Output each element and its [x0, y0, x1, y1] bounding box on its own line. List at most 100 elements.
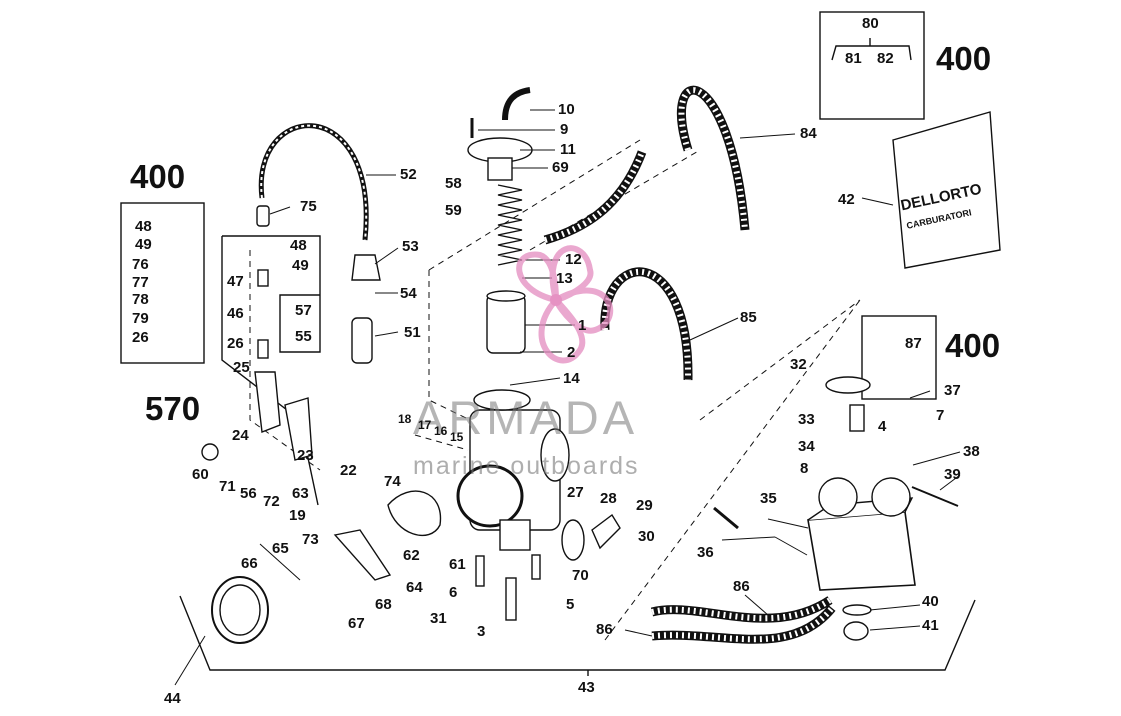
- callout-86-b: 86: [596, 621, 613, 638]
- float-bowl: [807, 511, 916, 591]
- throttle-slide: [486, 294, 526, 354]
- callout-51: 51: [404, 324, 421, 341]
- callout-46: 46: [227, 305, 244, 322]
- watermark-logo: [516, 245, 614, 364]
- callout-49-a: 49: [135, 236, 152, 253]
- callout-34: 34: [798, 438, 815, 455]
- callout-40: 40: [922, 593, 939, 610]
- callout-52: 52: [400, 166, 417, 183]
- callout-33: 33: [798, 411, 815, 428]
- callout-53: 53: [402, 238, 419, 255]
- callout-47: 47: [227, 273, 244, 290]
- callout-6: 6: [449, 584, 458, 601]
- callout-26-b: 26: [227, 335, 244, 352]
- callout-4: 4: [878, 418, 887, 435]
- callout-19: 19: [289, 507, 306, 524]
- callout-32: 32: [790, 356, 807, 373]
- callout-48-b: 48: [290, 237, 307, 254]
- kit-label-top-right: 400: [936, 40, 992, 77]
- callout-80: 80: [862, 15, 879, 32]
- callout-70: 70: [572, 567, 589, 584]
- callout-81: 81: [845, 50, 862, 67]
- callout-78: 78: [132, 291, 149, 308]
- kit-label-right: 400: [945, 327, 1001, 364]
- callout-12: 12: [565, 251, 582, 268]
- callout-55: 55: [295, 328, 312, 345]
- callout-24: 24: [232, 427, 249, 444]
- callout-49-b: 49: [292, 257, 309, 274]
- callout-30: 30: [638, 528, 655, 545]
- callout-29: 29: [636, 497, 653, 514]
- callout-44: 44: [164, 690, 181, 707]
- hose-85: [600, 267, 693, 381]
- callout-11: 11: [560, 141, 576, 158]
- throttle-cable: [258, 123, 369, 241]
- callout-56: 56: [240, 485, 257, 502]
- callout-73: 73: [302, 531, 319, 548]
- callout-65: 65: [272, 540, 289, 557]
- gasket-bag: [892, 111, 1001, 269]
- callout-77: 77: [132, 274, 149, 291]
- callout-43: 43: [578, 679, 595, 696]
- callout-10: 10: [558, 101, 575, 118]
- callout-64: 64: [406, 579, 423, 596]
- intake-ring: [211, 576, 269, 644]
- callout-75: 75: [300, 198, 317, 215]
- callout-71: 71: [219, 478, 236, 495]
- kit-label-570: 570: [145, 390, 201, 427]
- kit-box-top-right: [819, 11, 925, 120]
- callout-60: 60: [192, 466, 209, 483]
- callout-37: 37: [944, 382, 961, 399]
- callout-2: 2: [567, 344, 576, 361]
- callout-7: 7: [936, 407, 945, 424]
- callout-39: 39: [944, 466, 961, 483]
- callout-3: 3: [477, 623, 486, 640]
- callout-31: 31: [430, 610, 447, 627]
- callout-54: 54: [400, 285, 417, 302]
- callout-41: 41: [922, 617, 939, 634]
- callout-87: 87: [905, 335, 922, 352]
- callout-48-a: 48: [135, 218, 152, 235]
- callout-61: 61: [449, 556, 466, 573]
- callout-38: 38: [963, 443, 980, 460]
- callout-57: 57: [295, 302, 312, 319]
- callout-59: 59: [445, 202, 462, 219]
- callout-15: 15: [450, 430, 464, 444]
- bracket-43: [179, 595, 976, 671]
- callout-74: 74: [384, 473, 401, 490]
- callout-76: 76: [132, 256, 149, 273]
- callout-36: 36: [697, 544, 714, 561]
- watermark-text: ARMADA: [413, 391, 639, 444]
- callout-42: 42: [838, 191, 855, 208]
- callout-85: 85: [740, 309, 757, 326]
- callout-27: 27: [567, 484, 584, 501]
- callout-17: 17: [418, 418, 432, 432]
- callout-62: 62: [403, 547, 420, 564]
- callout-63: 63: [292, 485, 309, 502]
- callout-86-a: 86: [733, 578, 750, 595]
- kit-box-right: [861, 315, 937, 400]
- kit-label-left: 400: [130, 158, 186, 195]
- callout-28: 28: [600, 490, 617, 507]
- callout-66: 66: [241, 555, 258, 572]
- callout-26-a: 26: [132, 329, 149, 346]
- callout-22: 22: [340, 462, 357, 479]
- callout-1: 1: [578, 317, 587, 334]
- callout-13: 13: [556, 270, 573, 287]
- kit-box-left-top: [120, 202, 205, 364]
- callout-82: 82: [877, 50, 894, 67]
- callout-25: 25: [233, 359, 250, 376]
- callout-84: 84: [800, 125, 817, 142]
- callout-67: 67: [348, 615, 365, 632]
- spring-12: [497, 184, 523, 266]
- callout-5: 5: [566, 596, 575, 613]
- kit-box-left-tall: [222, 235, 321, 353]
- callout-18: 18: [398, 412, 412, 426]
- callout-23: 23: [297, 447, 314, 464]
- callout-35: 35: [760, 490, 777, 507]
- callout-58: 58: [445, 175, 462, 192]
- callout-68: 68: [375, 596, 392, 613]
- callout-9: 9: [560, 121, 569, 138]
- callout-72: 72: [263, 493, 280, 510]
